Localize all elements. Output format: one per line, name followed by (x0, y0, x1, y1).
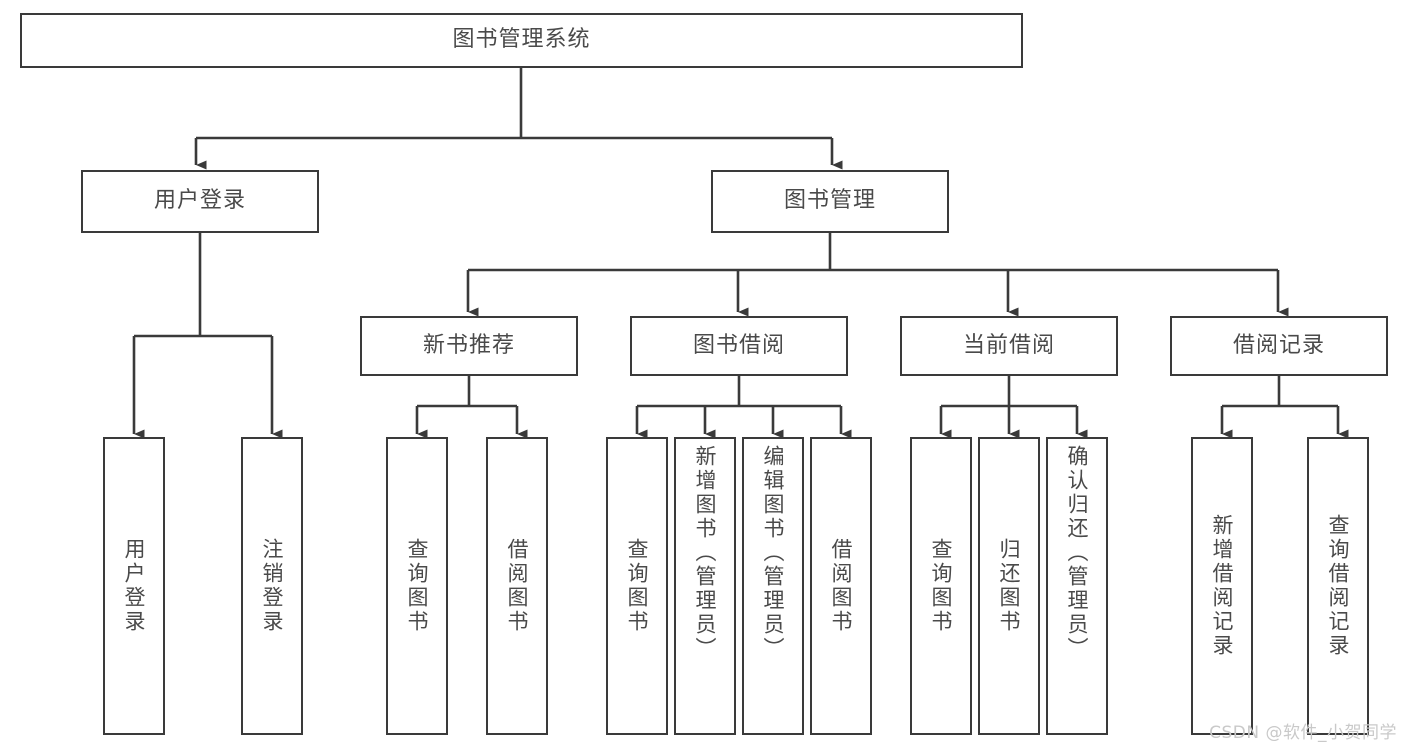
node-current-borrow[interactable]: 当前借阅 (900, 316, 1118, 376)
node-book-borrow-label: 图书借阅 (692, 332, 785, 358)
node-leaf-user-logout[interactable]: 注销登录 (241, 437, 303, 735)
node-leaf-add-book[interactable]: 新增图书（管理员） (674, 437, 736, 735)
node-leaf-add-record[interactable]: 新增借阅记录 (1191, 437, 1253, 735)
node-user-login-label: 用户登录 (153, 188, 246, 214)
node-book-management-label: 图书管理 (783, 188, 876, 214)
node-leaf-borrow-book-1-label: 借阅图书 (505, 538, 530, 634)
node-leaf-confirm-return-label: 确认归还（管理员） (1065, 445, 1090, 661)
node-leaf-add-record-label: 新增借阅记录 (1210, 514, 1235, 658)
node-new-book-recommend[interactable]: 新书推荐 (360, 316, 578, 376)
node-leaf-borrow-book-1[interactable]: 借阅图书 (486, 437, 548, 735)
node-leaf-return-book[interactable]: 归还图书 (978, 437, 1040, 735)
node-book-management[interactable]: 图书管理 (711, 170, 949, 233)
node-leaf-confirm-return[interactable]: 确认归还（管理员） (1046, 437, 1108, 735)
node-leaf-borrow-book-2-label: 借阅图书 (829, 538, 854, 634)
node-leaf-query-record[interactable]: 查询借阅记录 (1307, 437, 1369, 735)
node-root[interactable]: 图书管理系统 (20, 13, 1023, 68)
node-borrow-record-label: 借阅记录 (1232, 332, 1325, 358)
node-leaf-query-book-3[interactable]: 查询图书 (910, 437, 972, 735)
watermark-text: CSDN @软件_小贺同学 (1209, 723, 1397, 743)
node-leaf-query-book-3-label: 查询图书 (929, 538, 954, 634)
node-leaf-edit-book-label: 编辑图书（管理员） (761, 445, 786, 661)
node-leaf-borrow-book-2[interactable]: 借阅图书 (810, 437, 872, 735)
node-borrow-record[interactable]: 借阅记录 (1170, 316, 1388, 376)
node-leaf-return-book-label: 归还图书 (997, 538, 1022, 634)
node-leaf-query-book-1[interactable]: 查询图书 (386, 437, 448, 735)
node-new-book-recommend-label: 新书推荐 (422, 332, 515, 358)
node-leaf-user-login[interactable]: 用户登录 (103, 437, 165, 735)
node-user-login[interactable]: 用户登录 (81, 170, 319, 233)
node-leaf-add-book-label: 新增图书（管理员） (693, 445, 718, 661)
node-leaf-query-book-1-label: 查询图书 (405, 538, 430, 634)
node-root-label: 图书管理系统 (452, 27, 591, 53)
node-current-borrow-label: 当前借阅 (962, 332, 1055, 358)
node-leaf-query-record-label: 查询借阅记录 (1326, 514, 1351, 658)
node-leaf-edit-book[interactable]: 编辑图书（管理员） (742, 437, 804, 735)
node-leaf-query-book-2[interactable]: 查询图书 (606, 437, 668, 735)
node-leaf-query-book-2-label: 查询图书 (625, 538, 650, 634)
node-leaf-user-login-label: 用户登录 (122, 538, 147, 634)
node-book-borrow[interactable]: 图书借阅 (630, 316, 848, 376)
node-leaf-user-logout-label: 注销登录 (260, 538, 285, 634)
